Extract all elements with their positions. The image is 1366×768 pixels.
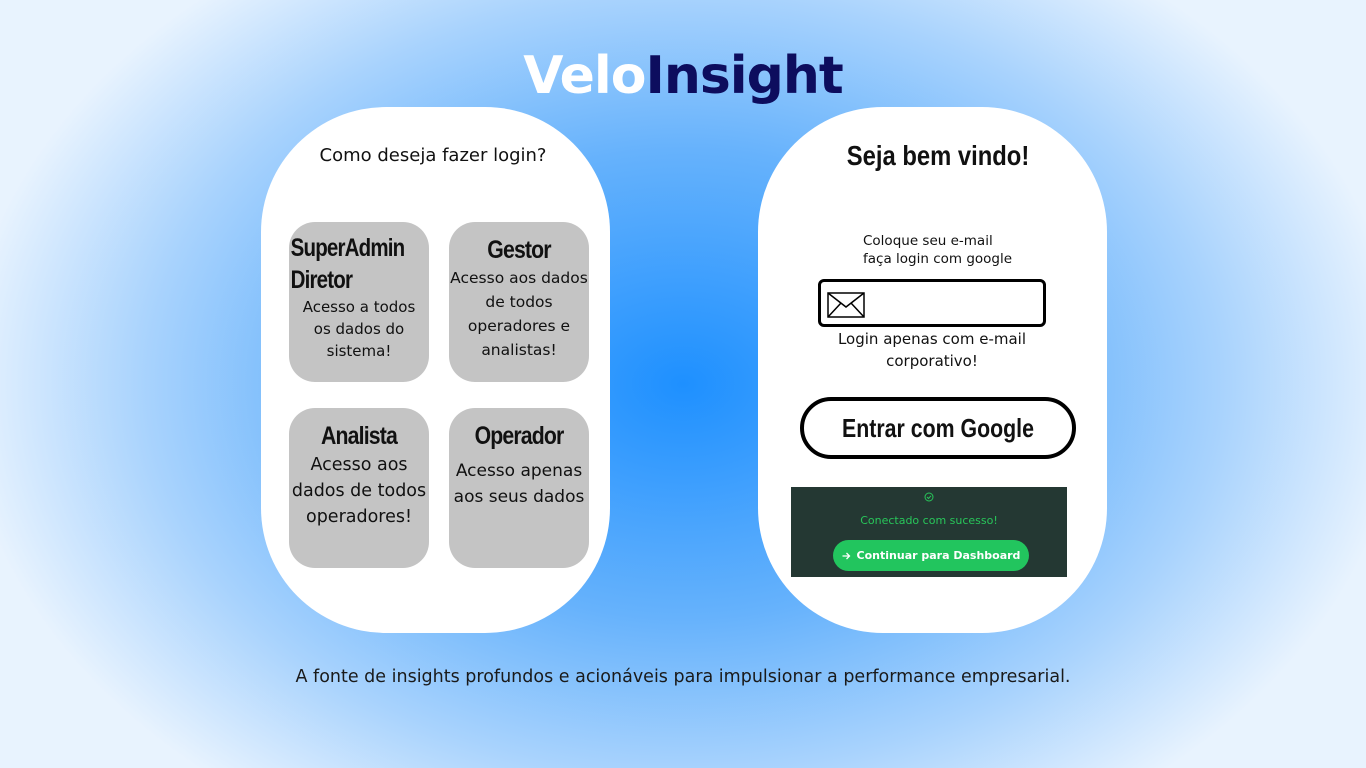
role-name: Gestor	[487, 236, 551, 264]
role-description: Acesso aos dados de todos operadores e a…	[450, 269, 588, 359]
email-field[interactable]	[818, 279, 1046, 327]
email-input[interactable]	[871, 288, 1040, 320]
email-hint: Coloque seu e-mail faça login com google	[863, 233, 1013, 267]
brand-logo-part1: Velo	[523, 46, 646, 106]
welcome-title: Seja bem vindo!	[846, 140, 1030, 171]
role-description: Acesso a todos os dados do sistema!	[302, 298, 416, 360]
login-choice-title: Como deseja fazer login?	[319, 145, 547, 166]
google-login-button[interactable]: Entrar com Google	[800, 397, 1076, 459]
role-card-gestor[interactable]: Gestor Acesso aos dados de todos operado…	[449, 222, 589, 382]
role-card-superadmin[interactable]: SuperAdmin Diretor Acesso a todos os dad…	[289, 222, 429, 382]
continue-dashboard-label: Continuar para Dashboard	[856, 549, 1021, 562]
success-message: Conectado com sucesso!	[860, 514, 998, 527]
check-circle-icon	[924, 492, 934, 502]
brand-logo: VeloInsight	[0, 46, 1366, 106]
brand-logo-part2: Insight	[645, 46, 843, 106]
role-name: Operador	[474, 422, 565, 450]
google-login-label: Entrar com Google	[842, 412, 1034, 443]
role-description: Acesso aos dados de todos operadores!	[291, 455, 427, 527]
role-card-operador[interactable]: Operador Acesso apenas aos seus dados	[449, 408, 589, 568]
mail-icon	[827, 292, 865, 318]
continue-dashboard-button[interactable]: Continuar para Dashboard	[833, 540, 1029, 571]
tagline: A fonte de insights profundos e acionáve…	[295, 667, 1071, 687]
role-card-analista[interactable]: Analista Acesso aos dados de todos opera…	[289, 408, 429, 568]
role-name: SuperAdmin Diretor	[290, 234, 405, 294]
email-note: Login apenas com e-mail corporativo!	[837, 330, 1027, 370]
arrow-right-icon	[842, 552, 850, 559]
role-description: Acesso apenas aos seus dados	[453, 461, 585, 507]
success-panel: Conectado com sucesso! Continuar para Da…	[791, 487, 1067, 577]
role-name: Analista	[321, 422, 398, 450]
